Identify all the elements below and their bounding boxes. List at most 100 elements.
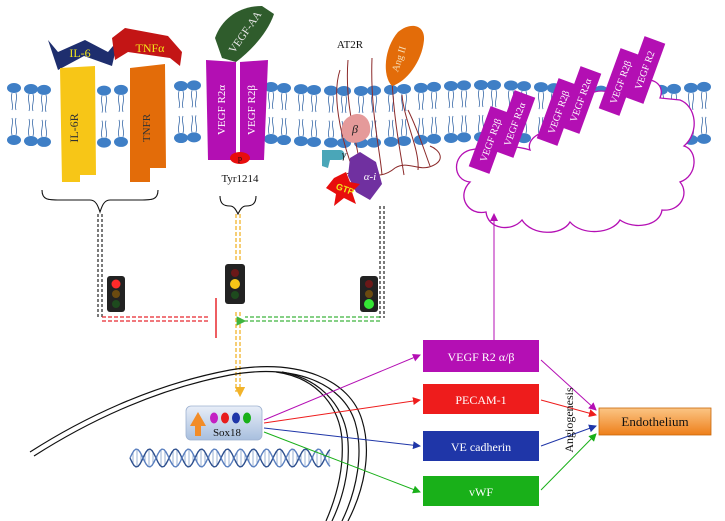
vegfr2-beta-label: VEGF R2β: [246, 85, 258, 135]
phospholipid-pair: [444, 81, 458, 144]
phospho-badge: [230, 152, 250, 164]
phospholipid-pair: [24, 84, 38, 147]
target-label-vegfr2: VEGF R2 α/β: [447, 350, 514, 364]
phospholipid-pair: [414, 82, 428, 145]
g-gamma-label: γ: [342, 149, 347, 161]
phospholipid-pair: [294, 84, 308, 147]
sox18-label: Sox18: [213, 427, 242, 439]
dna-strand-b: [129, 448, 331, 468]
target-label-vwf: vWF: [469, 485, 493, 499]
il6r-label: IL-6R: [67, 113, 81, 142]
signal-lines: [97, 206, 385, 398]
phospholipid-pair: [7, 83, 21, 145]
traffic-light-red: [107, 276, 125, 312]
gtp-shape: [326, 172, 360, 206]
g-alpha-shape: [348, 152, 382, 200]
endothelium-node: Endothelium: [598, 407, 712, 436]
vegfr2-beta-shape: [240, 60, 268, 160]
traffic-light-amber-red-lamp: [231, 269, 239, 277]
tnfr-label: TNFR: [141, 113, 153, 142]
phospho-label: p: [238, 154, 242, 163]
target-label-vecadherin: VE cadherin: [451, 440, 511, 454]
g-beta-label: β: [351, 122, 358, 136]
target-box-vwf: [423, 476, 539, 506]
ang2-shape: [385, 25, 425, 86]
phospholipid-pair: [397, 83, 411, 146]
angiogenesis-label: Angiogenesis: [562, 387, 576, 453]
tyr1214-label: Tyr1214: [221, 173, 259, 185]
phospholipid-pair: [307, 84, 321, 147]
g-gamma-shape: [322, 150, 345, 168]
arrow-vegfr2-to-endothelium: [540, 359, 597, 411]
arrow-pecam-to-endothelium: [540, 399, 597, 418]
phospholipid-pair: [97, 85, 111, 148]
arrow-vwf-to-endothelium: [540, 433, 597, 491]
sox-dot-blue: [232, 412, 240, 424]
traffic-light-red-amber-lamp: [112, 290, 120, 298]
target-box-vegfr2: [423, 340, 539, 372]
traffic-light-green-amber-lamp: [365, 290, 373, 298]
phospholipid-pair: [174, 81, 188, 144]
vegfr-bracket: [219, 195, 257, 216]
vegfr2-alpha-shape: [206, 60, 236, 160]
nuclear-envelope-fold-b: [281, 371, 349, 521]
traffic-light-green: [360, 276, 378, 312]
arrow-to-vecadherin: [263, 427, 421, 450]
target-box-pecam: [423, 384, 539, 414]
target-boxes: VEGF R2 α/β PECAM-1 VE cadherin vWF: [423, 340, 539, 506]
dna-strand-a: [129, 448, 331, 468]
nuclear-envelope: [29, 366, 367, 521]
at2r-label: AT2R: [337, 39, 364, 51]
tnfr-shape: [130, 64, 166, 182]
receptor-brackets: [41, 189, 257, 216]
at2r-complex: AT2R Ang II β γ α-i GTP: [322, 25, 441, 206]
target-label-pecam: PECAM-1: [455, 393, 506, 407]
sox18-complex: Sox18: [185, 405, 263, 441]
arrow-to-vwf: [263, 431, 421, 494]
il6-tnf-bracket: [41, 189, 159, 214]
vesicle-receptor: VEGF R2: [622, 36, 666, 104]
sox-dot-red: [221, 412, 229, 424]
endothelium-arrows: [540, 359, 597, 491]
endothelium-box: [598, 407, 712, 436]
traffic-light-green-red-lamp: [365, 280, 373, 288]
arrow-to-vegfr2: [263, 354, 421, 421]
tnf-ligand-shape: [112, 28, 182, 66]
sox18-target-arrows: [263, 213, 498, 494]
g-beta-shape: [341, 113, 371, 143]
traffic-light-green-lamp: [364, 299, 374, 309]
traffic-light-amber-lamp: [230, 279, 240, 289]
tnf-label: TNFα: [136, 41, 166, 55]
phospholipid-pair: [187, 80, 201, 143]
sox-dot-green: [243, 412, 251, 424]
phospholipid-pair: [697, 81, 711, 144]
vegf-receptor-complex: VEGF-AA VEGF R2α VEGF R2β p Tyr1214: [206, 6, 274, 185]
il6-label: IL-6: [69, 46, 90, 60]
phospholipid-pair: [324, 85, 338, 148]
nuclear-envelope-outer: [29, 366, 367, 521]
nuclear-envelope-inner: [33, 371, 360, 521]
phospholipid-pair: [114, 84, 128, 147]
arrow-to-pecam: [263, 397, 421, 424]
arrow-vecadherin-to-endothelium: [540, 424, 597, 447]
phospholipid-pair: [37, 84, 51, 147]
traffic-light-red-green-lamp: [112, 300, 120, 308]
traffic-light-red-lamp: [111, 279, 121, 289]
dna-helix: [129, 448, 331, 468]
endothelium-label: Endothelium: [621, 414, 688, 429]
g-alpha-label: α-i: [364, 171, 377, 183]
vegfr2-alpha-label: VEGF R2α: [216, 85, 228, 135]
phospholipid-pair: [427, 81, 441, 144]
tnf-receptor-complex: TNFα TNFR: [112, 28, 182, 182]
il6-receptor-complex: IL-6 IL-6R: [48, 40, 118, 182]
il6r-shape: [60, 66, 96, 182]
traffic-light-amber: [225, 264, 245, 304]
vegf-ligand-shape: [215, 6, 274, 62]
traffic-light-amber-green-lamp: [231, 291, 239, 299]
phospholipid-pair: [457, 80, 471, 143]
nuclear-envelope-fold-a: [275, 371, 343, 521]
upregulation-arrow-icon: [190, 412, 206, 436]
phospholipid-pair: [384, 84, 398, 147]
